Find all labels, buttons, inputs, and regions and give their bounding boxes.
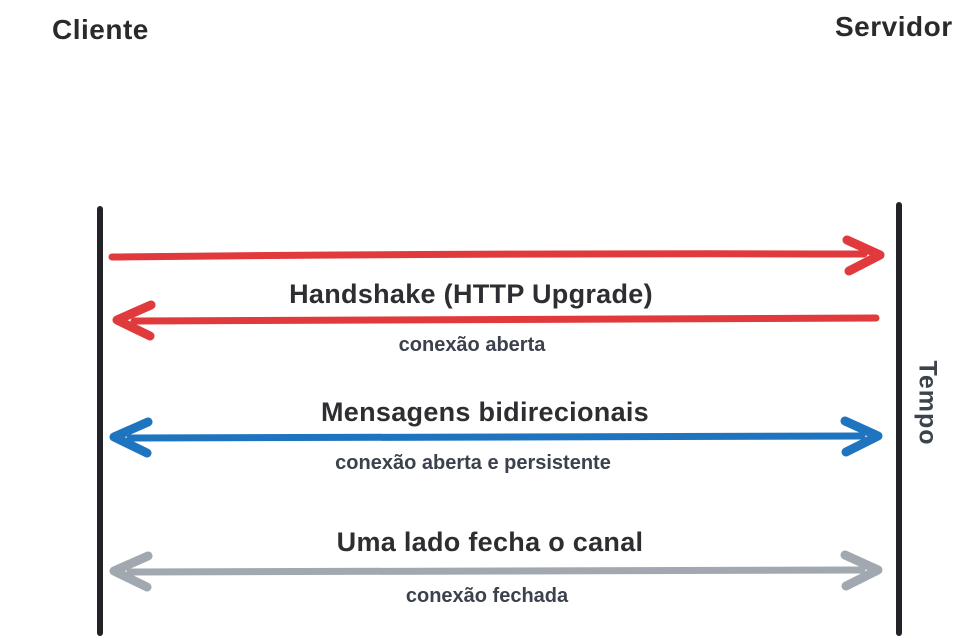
handshake-response-line	[130, 314, 880, 325]
bidirectional-right-arrowhead	[840, 416, 883, 457]
step-title-handshake: Handshake (HTTP Upgrade)	[289, 279, 653, 309]
close-channel-right-arrowhead	[840, 550, 883, 591]
handshake-request-arrow	[108, 235, 885, 276]
bidirectional-messages-arrow	[109, 416, 883, 458]
step-note-messages: conexão aberta e persistente	[335, 452, 611, 474]
step-note-close: conexão fechada	[405, 585, 569, 607]
handshake-request-line	[108, 250, 868, 261]
close-channel-left-arrowhead	[109, 551, 153, 592]
bidirectional-messages-line	[126, 432, 866, 442]
actor-client-label: Cliente	[52, 14, 149, 45]
time-axis-label: Tempo	[913, 360, 942, 446]
handshake-response-arrowhead	[112, 300, 156, 341]
bidirectional-left-arrowhead	[109, 417, 153, 458]
actor-server-label: Servidor	[835, 11, 953, 42]
step-note-handshake: conexão aberta	[398, 334, 546, 356]
close-channel-arrow	[109, 550, 883, 592]
handshake-request-arrowhead	[842, 235, 885, 276]
step-title-messages: Mensagens bidirecionais	[321, 397, 649, 427]
close-channel-line	[126, 566, 866, 576]
step-title-close: Uma lado fecha o canal	[336, 527, 644, 557]
handshake-response-arrow	[112, 300, 880, 341]
